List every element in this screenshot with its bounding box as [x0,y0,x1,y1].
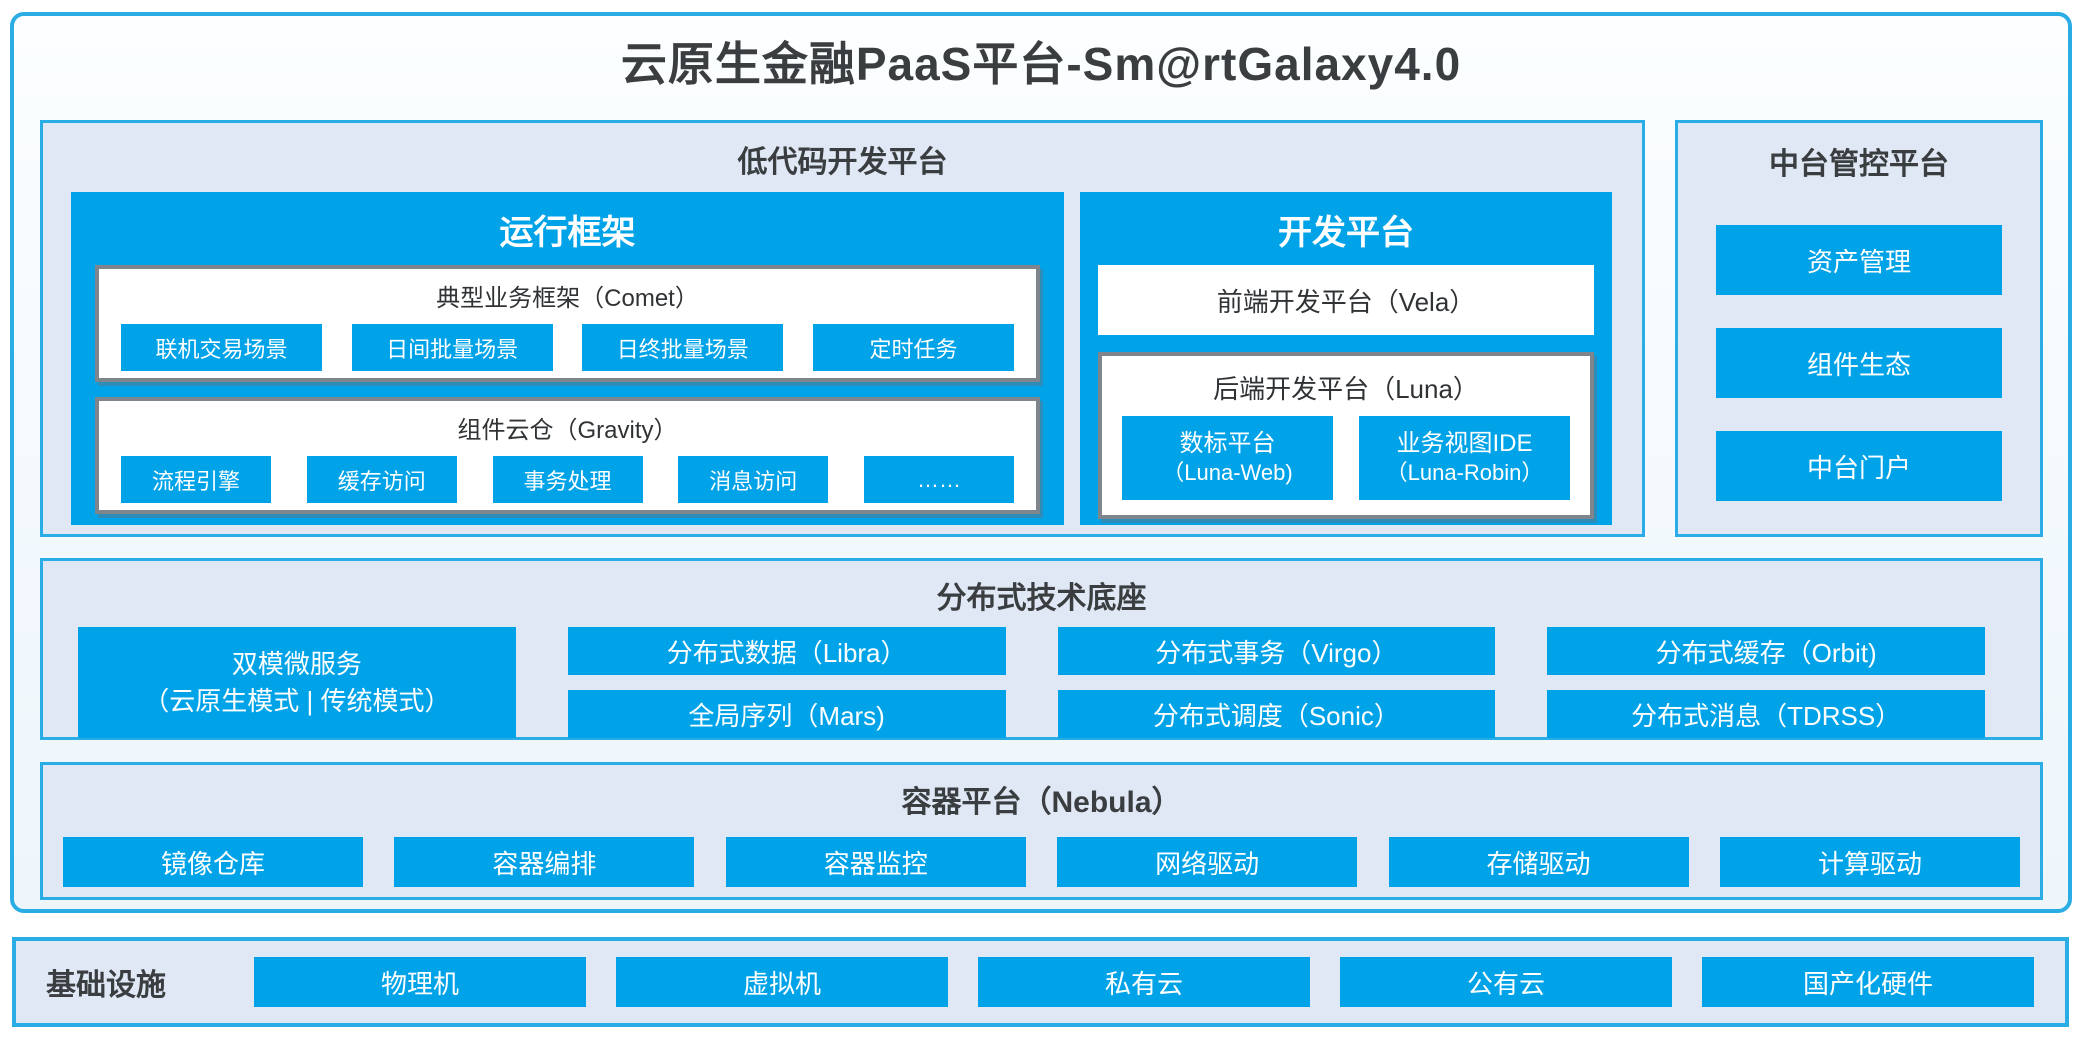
low-code-body: 运行框架 典型业务框架（Comet） 联机交易场景 日间批量场景 日终批量场景 … [71,192,1612,525]
chip-luna-robin-line1: 业务视图IDE [1396,430,1533,458]
container-items-row: 镜像仓库 容器编排 容器监控 网络驱动 存储驱动 计算驱动 [63,837,2020,887]
chip-dual-mode-line2: （云原生模式 | 传统模式） [143,685,451,716]
chip-asset-management: 资产管理 [1716,225,2002,295]
chip-dual-mode-line1: 双模微服务 [231,649,362,680]
infrastructure-items-row: 物理机 虚拟机 私有云 公有云 国产化硬件 [254,957,2034,1007]
panel-title-distributed-base: 分布式技术底座 [936,582,1147,615]
chip-luna-robin-line2: （Luna-Robin） [1385,460,1544,486]
group-comet: 典型业务框架（Comet） 联机交易场景 日间批量场景 日终批量场景 定时任务 [95,265,1040,382]
chip-cache-access: 缓存访问 [306,456,457,503]
comet-items-row: 联机交易场景 日间批量场景 日终批量场景 定时任务 [99,324,1036,371]
chip-dual-mode-microservice: 双模微服务 （云原生模式 | 传统模式） [78,627,516,738]
chip-luna-robin: 业务视图IDE （Luna-Robin） [1359,416,1570,500]
distributed-grid: 双模微服务 （云原生模式 | 传统模式） 分布式数据（Libra） 分布式事务（… [78,627,1985,738]
group-luna: 后端开发平台（Luna） 数标平台 （Luna-Web) 业务视图IDE （Lu… [1098,352,1594,519]
group-vela: 前端开发平台（Vela） [1098,265,1594,335]
chip-container-monitoring: 容器监控 [725,837,1026,887]
chip-network-driver: 网络驱动 [1057,837,1358,887]
chip-component-ecosystem: 组件生态 [1716,328,2002,398]
block-title-runtime-framework: 运行框架 [499,214,636,252]
chip-process-engine: 流程引擎 [121,456,271,503]
chip-distributed-scheduling: 分布式调度（Sonic） [1057,690,1496,738]
chip-transaction-processing: 事务处理 [492,456,643,503]
chip-virtual-machine: 虚拟机 [616,957,948,1007]
group-title-gravity: 组件云仓（Gravity） [457,417,678,444]
mid-platform-items: 资产管理 组件生态 中台门户 [1716,225,2002,501]
panel-container-platform: 容器平台（Nebula） 镜像仓库 容器编排 容器监控 网络驱动 存储驱动 计算… [40,762,2043,900]
chip-image-registry: 镜像仓库 [63,837,363,887]
panel-mid-platform-control: 中台管控平台 资产管理 组件生态 中台门户 [1675,120,2043,537]
chip-eod-batch: 日终批量场景 [582,324,784,371]
chip-midplatform-portal: 中台门户 [1716,431,2002,501]
chip-distributed-data: 分布式数据（Libra） [567,627,1006,675]
chip-luna-web-line2: （Luna-Web) [1162,460,1293,486]
chip-distributed-transaction: 分布式事务（Virgo） [1057,627,1496,675]
luna-items-row: 数标平台 （Luna-Web) 业务视图IDE （Luna-Robin） [1102,416,1590,500]
main-title: 云原生金融PaaS平台-Sm@rtGalaxy4.0 [620,38,1462,90]
block-runtime-framework: 运行框架 典型业务框架（Comet） 联机交易场景 日间批量场景 日终批量场景 … [71,192,1064,525]
chip-container-orchestration: 容器编排 [394,837,695,887]
group-title-comet: 典型业务框架（Comet） [436,285,699,312]
group-gravity: 组件云仓（Gravity） 流程引擎 缓存访问 事务处理 消息访问 …… [95,397,1040,514]
panel-distributed-tech-base: 分布式技术底座 双模微服务 （云原生模式 | 传统模式） 分布式数据（Libra… [40,558,2043,740]
chip-distributed-message: 分布式消息（TDRSS） [1547,690,1985,738]
group-title-luna: 后端开发平台（Luna） [1213,374,1479,404]
chip-daytime-batch: 日间批量场景 [351,324,553,371]
panel-title-mid-platform: 中台管控平台 [1769,148,1949,181]
chip-physical-machine: 物理机 [254,957,586,1007]
chip-compute-driver: 计算驱动 [1719,837,2020,887]
chip-luna-web-line1: 数标平台 [1179,430,1276,458]
panel-title-container-platform: 容器平台（Nebula） [901,786,1182,819]
block-dev-platform: 开发平台 前端开发平台（Vela） 后端开发平台（Luna） 数标平台 （Lun… [1080,192,1612,525]
block-title-dev-platform: 开发平台 [1278,214,1414,252]
chip-luna-web: 数标平台 （Luna-Web) [1122,416,1333,500]
chip-storage-driver: 存储驱动 [1388,837,1689,887]
chip-global-sequence: 全局序列（Mars) [567,690,1006,738]
panel-title-low-code: 低代码开发平台 [737,146,948,179]
chip-online-trading: 联机交易场景 [121,324,322,371]
infrastructure-label: 基础设施 [46,969,166,1002]
chip-timed-task: 定时任务 [812,324,1014,371]
chip-ellipsis: …… [864,456,1014,503]
chip-private-cloud: 私有云 [978,957,1310,1007]
chip-public-cloud: 公有云 [1340,957,1672,1007]
chip-message-access: 消息访问 [678,456,829,503]
chip-domestic-hardware: 国产化硬件 [1702,957,2034,1007]
panel-low-code-dev-platform: 低代码开发平台 运行框架 典型业务框架（Comet） 联机交易场景 日间批量场景… [40,120,1645,537]
panel-infrastructure: 基础设施 物理机 虚拟机 私有云 公有云 国产化硬件 [12,937,2069,1027]
gravity-items-row: 流程引擎 缓存访问 事务处理 消息访问 …… [99,456,1036,503]
chip-distributed-cache: 分布式缓存（Orbit) [1547,627,1985,675]
